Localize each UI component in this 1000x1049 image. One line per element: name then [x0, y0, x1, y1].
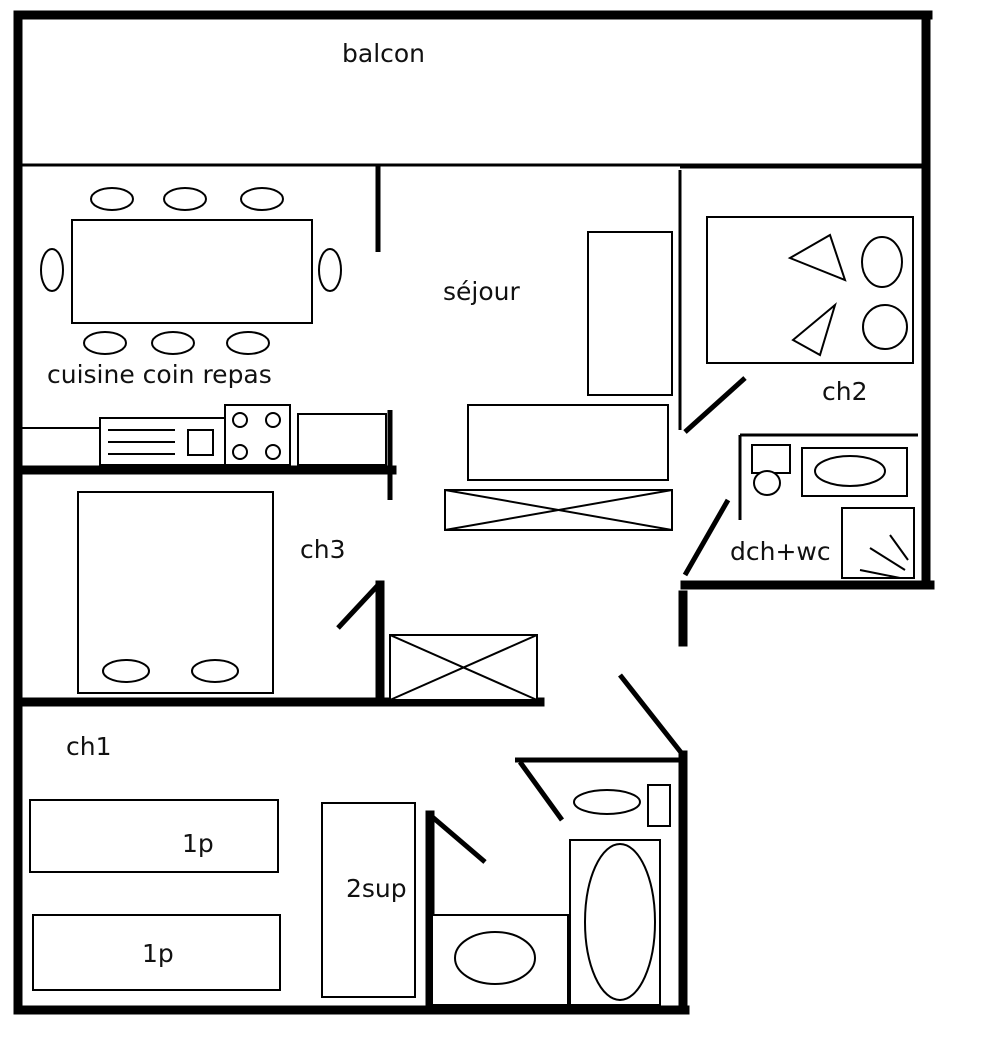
wardrobe: [389, 634, 538, 701]
bed-2sup: [321, 802, 416, 998]
label-cuisine: cuisine coin repas: [47, 360, 272, 389]
label-bed-2: 1p: [142, 939, 174, 968]
kitchen-counter: [22, 404, 387, 466]
label-dch-wc: dch+wc: [730, 537, 831, 566]
bathroom: [431, 784, 671, 1006]
doors: [336, 376, 747, 864]
bed-1p-bottom: [32, 914, 281, 991]
bed-1p-top: [29, 799, 279, 873]
label-ch2: ch2: [822, 377, 868, 406]
label-bed-1: 1p: [182, 829, 214, 858]
ch3-bed: [77, 491, 274, 694]
label-bed-3: 2sup: [346, 874, 407, 903]
label-balcon: balcon: [342, 39, 425, 68]
sofa: [444, 231, 673, 531]
walls: [13, 10, 935, 1015]
shower-wc: [751, 444, 915, 579]
label-ch3: ch3: [300, 535, 346, 564]
ch2-bed: [706, 216, 914, 364]
label-ch1: ch1: [66, 732, 112, 761]
label-sejour: séjour: [443, 277, 520, 306]
dining-table: [40, 187, 342, 355]
